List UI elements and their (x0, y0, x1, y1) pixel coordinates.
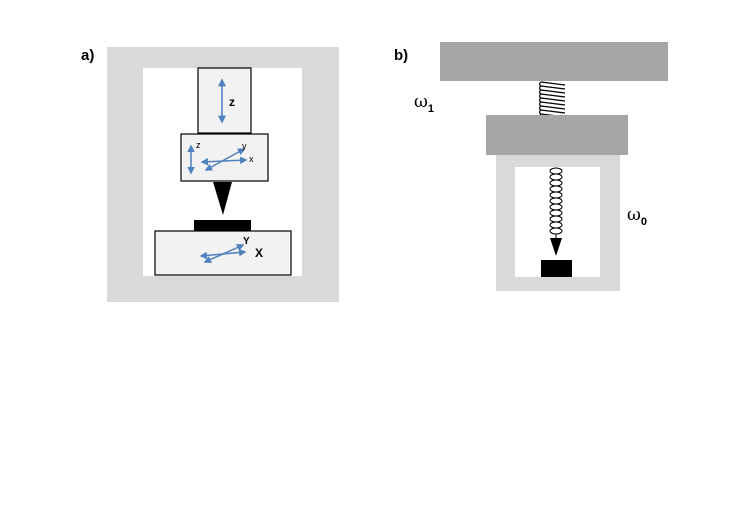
sample-b (541, 260, 572, 277)
scanner-z-label: z (196, 140, 201, 150)
stage-y-arrow (203, 244, 245, 263)
stage-x-label: X (255, 246, 263, 260)
instrument-frame (107, 47, 339, 302)
scanner-x-label: x (249, 154, 254, 164)
scanner-y-arrow (204, 148, 246, 171)
sample (194, 220, 251, 231)
top-mass-block (440, 42, 668, 81)
z-axis-label: z (229, 95, 235, 109)
panel-b-label: b) (394, 47, 408, 64)
panel-a-label: a) (81, 47, 94, 64)
coupling-spring (538, 81, 566, 119)
omega1-label: ω1 (414, 92, 434, 115)
z-actuator-box (197, 67, 252, 134)
middle-mass-block (486, 115, 628, 155)
cantilever-frame (496, 155, 620, 291)
stage-y-label: Y (243, 236, 250, 247)
xy-stage-box (154, 230, 292, 276)
cantilever-tip (550, 238, 562, 256)
xyz-scanner-box (180, 133, 269, 182)
scanner-y-label: y (242, 141, 247, 151)
probe-tip (213, 182, 232, 215)
cantilever-spring (549, 167, 563, 238)
omega0-label: ω0 (627, 205, 647, 228)
